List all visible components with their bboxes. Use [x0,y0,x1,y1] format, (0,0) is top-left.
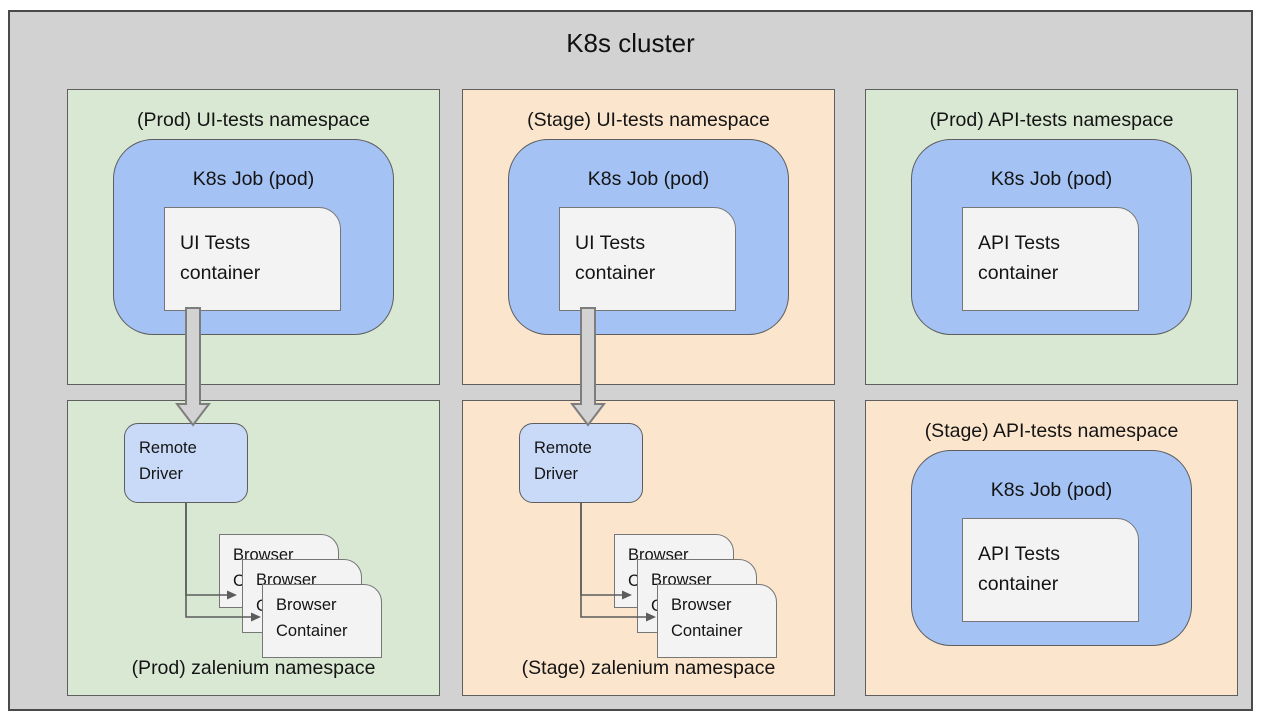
namespace-label: (Stage) zalenium namespace [521,657,776,679]
namespace-prod-api-tests: (Prod) API-tests namespace K8s Job (pod)… [865,89,1238,385]
browser-container-label: Browser Container [276,596,348,640]
flow-arrow-stage-ui-to-driver [569,307,607,427]
api-tests-container-box: API Tests container [962,518,1139,622]
remote-driver-box: Remote Driver [124,423,248,503]
remote-driver-label: Remote Driver [534,439,592,483]
k8s-cluster-box: K8s cluster (Prod) UI-tests namespace K8… [8,10,1253,711]
cluster-title: K8s cluster [566,28,695,58]
container-label: API Tests container [978,543,1061,595]
namespace-prod-ui-tests: (Prod) UI-tests namespace K8s Job (pod) … [67,89,440,385]
container-label: UI Tests container [180,232,261,284]
namespace-label: (Stage) UI-tests namespace [527,109,770,131]
container-label: API Tests container [978,232,1061,284]
pod-label: K8s Job (pod) [990,168,1113,190]
k8s-job-pod: K8s Job (pod) API Tests container [911,450,1192,646]
driver-to-browser-connector-arrows [185,502,261,622]
namespace-prod-zalenium: Remote Driver Browser Container Browser … [67,400,440,696]
namespace-stage-api-tests: (Stage) API-tests namespace K8s Job (pod… [865,400,1238,696]
container-label: UI Tests container [575,232,656,284]
namespace-label: (Stage) API-tests namespace [924,420,1179,442]
k8s-job-pod: K8s Job (pod) UI Tests container [508,139,789,335]
browser-container-label: Browser Container [671,596,743,640]
ui-tests-container-box: UI Tests container [559,207,736,311]
pod-label: K8s Job (pod) [587,168,710,190]
namespace-label: (Prod) zalenium namespace [131,657,376,679]
api-tests-container-box: API Tests container [962,207,1139,311]
browser-container-box: Browser Container [262,584,382,658]
browser-container-box: Browser Container [657,584,777,658]
remote-driver-box: Remote Driver [519,423,643,503]
remote-driver-label: Remote Driver [139,439,197,483]
namespace-stage-ui-tests: (Stage) UI-tests namespace K8s Job (pod)… [462,89,835,385]
namespace-label: (Prod) API-tests namespace [929,109,1174,131]
pod-label: K8s Job (pod) [192,168,315,190]
driver-to-browser-connector-arrows [580,502,656,622]
k8s-job-pod: K8s Job (pod) UI Tests container [113,139,394,335]
ui-tests-container-box: UI Tests container [164,207,341,311]
k8s-job-pod: K8s Job (pod) API Tests container [911,139,1192,335]
flow-arrow-prod-ui-to-driver [174,307,212,427]
namespace-stage-zalenium: Remote Driver Browser Container Browser … [462,400,835,696]
pod-label: K8s Job (pod) [990,479,1113,501]
namespace-label: (Prod) UI-tests namespace [136,109,370,131]
